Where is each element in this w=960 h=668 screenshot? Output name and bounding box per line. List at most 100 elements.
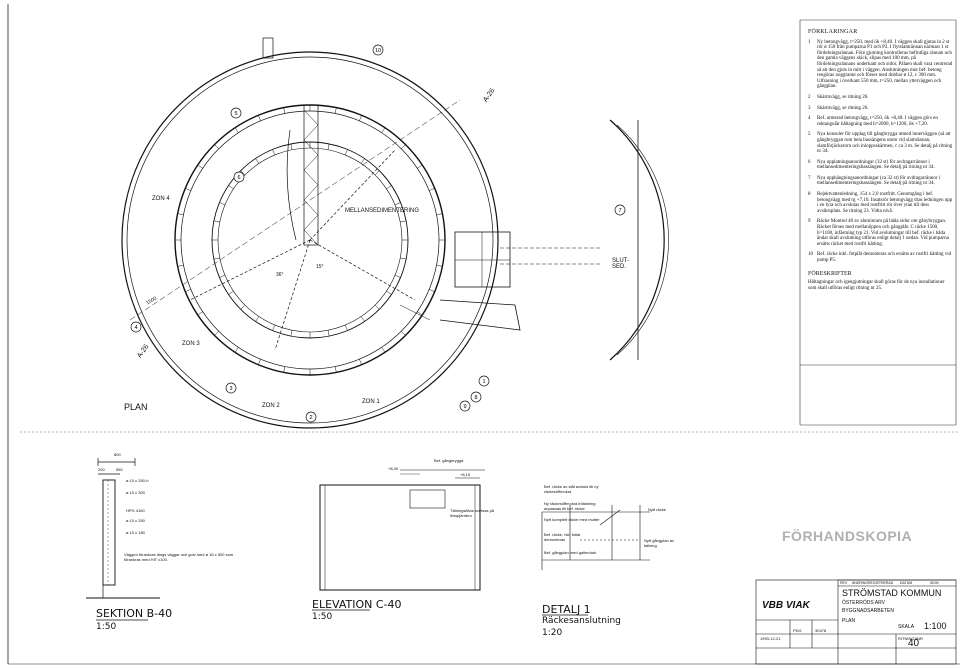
- callout-number: 10: [375, 48, 381, 54]
- bracket-mark: [197, 164, 203, 169]
- legend-note-text: Nya upphängningsanordningar (ca 32 st) f…: [817, 175, 941, 187]
- section-scale: 1:50: [96, 622, 117, 632]
- bracket-mark: [359, 115, 362, 121]
- inner-bracket-mark: [213, 257, 220, 260]
- legend-note-number: 7: [808, 175, 811, 181]
- section-title: SEKTION B-40: [96, 607, 173, 620]
- legend-heading: FÖRKLARINGAR: [808, 29, 858, 35]
- inner-bracket-mark: [374, 304, 380, 310]
- inner-bracket-mark: [290, 330, 293, 337]
- callout-number: 8: [474, 395, 477, 401]
- inner-bracket-mark: [327, 143, 330, 150]
- inner-bracket-mark: [386, 185, 392, 190]
- detail-left-note: Bef. gångplan med gallerdurk: [544, 550, 597, 555]
- inner-bracket-mark: [290, 143, 293, 150]
- legend-note-number: 6: [808, 159, 811, 165]
- detail-1-drawing: [541, 505, 650, 570]
- legend-note: 7 Nya upphängningsanordningar (ca 32 st) …: [808, 176, 954, 187]
- bracket-mark: [197, 311, 203, 316]
- legend-note: 6 Nya upplatningsanordningar (32 st) för …: [808, 160, 954, 171]
- inner-bracket-mark: [272, 149, 276, 156]
- inner-bracket-mark: [360, 158, 365, 164]
- scale-label: SKALA: [898, 624, 915, 630]
- bracket-mark: [234, 127, 239, 133]
- revision-header: REV: [840, 581, 848, 585]
- inner-bracket-mark: [240, 170, 246, 176]
- legend-note: 10 Bef. räcke inkl. fotplåt demonteras oc…: [808, 252, 954, 263]
- elev-level-1: +8,40: [388, 466, 399, 471]
- detail-scale: 1:20: [542, 628, 563, 638]
- detail-right-note-2: Nytt gångplan av fallning: [644, 538, 675, 548]
- detail-left-note: Bef. räcke av stål avsluts till ny räcke…: [544, 484, 599, 494]
- plan-label: PLAN: [124, 402, 148, 412]
- legend-note-number: 4: [808, 116, 811, 122]
- detail-left-note: Nytt komplett räcke med mutter: [544, 517, 600, 522]
- bracket-mark: [381, 347, 386, 353]
- inner-bracket-mark: [344, 149, 348, 156]
- legend-note-text: Nya upplatningsanordningar (32 st) för a…: [817, 159, 935, 171]
- project-number: 30478: [815, 628, 827, 633]
- inner-bracket-mark: [400, 257, 407, 260]
- scale-value: 1:100: [924, 621, 947, 631]
- drawing-sign: PDG: [793, 628, 802, 633]
- legend-note-number: 3: [808, 105, 811, 111]
- bracket-mark: [234, 347, 239, 353]
- wall-anchor-note: Väggen förankras längs väggar och golv m…: [124, 552, 234, 562]
- callout-number: 5: [234, 111, 237, 117]
- revision-header: DATUM: [900, 581, 913, 585]
- legend-note: 9 Räcke Montrel 40 av aluminium på båda s…: [808, 219, 954, 247]
- callout-number: 4: [134, 325, 137, 331]
- bracket-mark: [436, 264, 443, 267]
- legend-note-number: 10: [808, 252, 813, 258]
- zone-4-label: ZON 4: [152, 196, 170, 202]
- inner-bracket-mark: [374, 170, 380, 176]
- inner-bracket-mark: [255, 316, 260, 322]
- detail-subtitle: Räckesanslutning: [542, 616, 621, 626]
- inner-bracket-mark: [228, 185, 234, 190]
- project-name: ÖSTERRÖDS ARV: [842, 600, 885, 606]
- zone-3-label: ZON 3: [182, 341, 200, 347]
- bracket-mark: [214, 331, 219, 336]
- rebar-note-4: ø 10 c 250: [126, 518, 145, 523]
- legend-note-text: Räcke Montrel 40 av aluminium på båda si…: [817, 219, 949, 247]
- elevation-c40-drawing: [319, 469, 485, 591]
- zone-1-label: ZON 1: [362, 399, 380, 405]
- outlet-channel: [262, 37, 600, 331]
- elev-level-2: +8,15: [460, 472, 471, 477]
- inner-bracket-mark: [394, 202, 401, 206]
- inner-bracket-mark: [272, 324, 276, 331]
- regulations-heading: FÖRESKRIFTER: [808, 270, 852, 277]
- bracket-mark: [334, 366, 337, 373]
- inner-bracket-mark: [219, 202, 226, 206]
- client-name: STRÖMSTAD KOMMUN: [842, 588, 942, 598]
- bracket-mark: [177, 264, 184, 267]
- callout-circle: [305, 411, 317, 423]
- rebar-note-2: ø 10 c 300: [126, 490, 145, 495]
- rebar-note-1: ø 10 c 250-h: [126, 478, 149, 483]
- legend-note-number: 9: [808, 219, 811, 225]
- legend-note-text: Skärmvägg, se ritning 26.: [817, 94, 869, 100]
- drawing-no-label: RITNINGSNR: [898, 636, 923, 641]
- bridge-brackets: [175, 105, 445, 375]
- legend-note-text: Rejektvattenledning, 154 x 2,0 rostfritt…: [817, 192, 953, 214]
- bracket-mark: [429, 289, 435, 292]
- bracket-mark: [381, 127, 386, 133]
- callout-circle: [233, 171, 245, 183]
- bracket-mark: [258, 115, 261, 121]
- bracket-mark: [334, 107, 337, 114]
- legend-note-text: Bef. räcke inkl. fotplåt demonteras och …: [817, 252, 952, 263]
- inner-bracket-mark: [228, 290, 234, 295]
- callout-circle: [225, 382, 237, 394]
- legend-note-text: Ny betongvägg, t=250, med ök +8,40. I vä…: [817, 39, 953, 90]
- bracket-mark: [359, 359, 362, 365]
- legend-note-number: 2: [808, 94, 811, 100]
- inner-bracket-mark: [360, 316, 365, 322]
- callout-number: 9: [463, 404, 466, 410]
